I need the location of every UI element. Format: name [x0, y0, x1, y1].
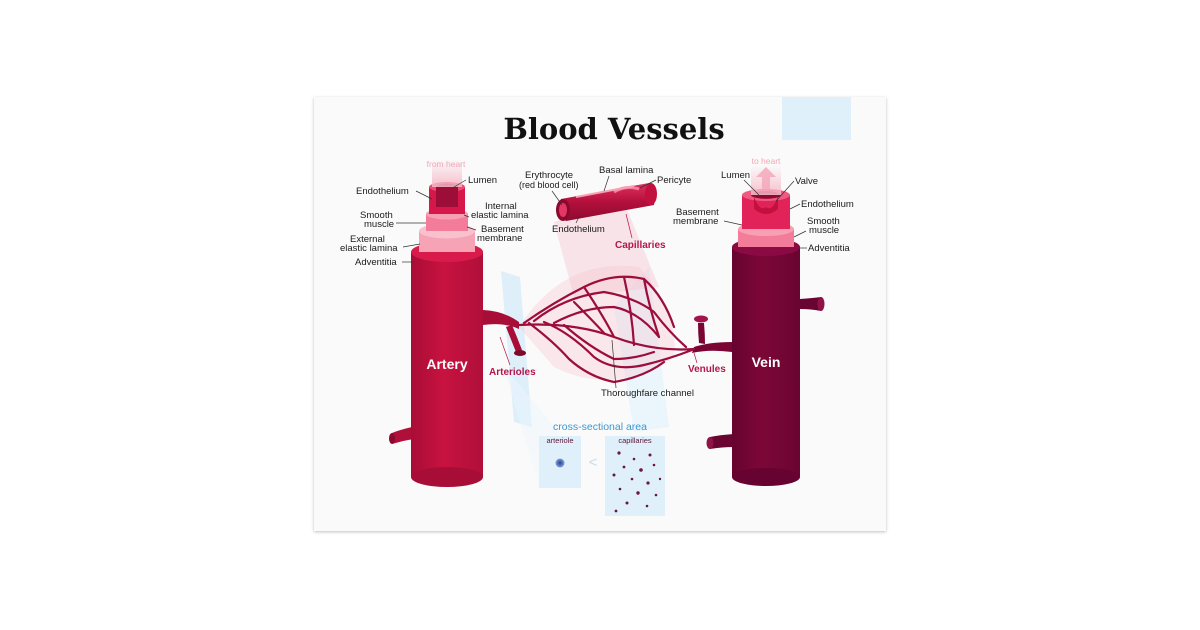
- artery-bottom: [411, 467, 483, 487]
- capillary-dot: [630, 477, 634, 481]
- artery-smooth-muscle-label-1: Smooth: [360, 210, 393, 221]
- erythrocyte-label-2: (red blood cell): [519, 180, 579, 190]
- capillary-7: [622, 275, 636, 347]
- basal-lamina-label: Basal lamina: [599, 165, 654, 176]
- capillary-dot: [612, 473, 616, 477]
- capillary-detail: [554, 183, 659, 297]
- artery-flow-label: from heart: [427, 159, 466, 169]
- artery-name-label: Artery: [426, 356, 467, 372]
- artery-trunk: [411, 252, 483, 477]
- capillary-dot: [636, 491, 640, 495]
- capillary-dot: [614, 509, 618, 513]
- capillary-dot: [625, 501, 629, 505]
- artery-lumen-label: Lumen: [468, 175, 497, 186]
- artery-internal-lamina-label-1: Internal: [485, 201, 517, 212]
- thoroughfare-label: Thoroughfare channel: [601, 388, 694, 399]
- vein-smooth-muscle-label-1: Smooth: [807, 216, 840, 227]
- capillaries-cross-section-dots: [612, 451, 662, 513]
- capillary-dot: [646, 481, 650, 485]
- capillary-dot: [632, 457, 636, 461]
- capillary-dot: [639, 468, 643, 472]
- arteriole-cross-section-dot: [555, 458, 565, 468]
- vein-endothelium-label: Endothelium: [801, 199, 854, 210]
- capillary-tube: [559, 183, 655, 221]
- capillary-dot: [622, 465, 626, 469]
- capillary-8: [572, 300, 606, 335]
- capillary-dot: [652, 463, 656, 467]
- capillary-end-right: [645, 183, 657, 205]
- capillary-6: [582, 285, 616, 339]
- vein: [706, 165, 825, 486]
- vein-side-branch-left-opening: [706, 437, 714, 449]
- capillary-glow: [554, 202, 659, 297]
- arteriole-cross-section-label: arteriole: [546, 436, 573, 445]
- capillary-5: [562, 323, 656, 361]
- artery-adventitia-label: Adventitia: [355, 257, 397, 268]
- vein-side-branch-left: [710, 434, 734, 449]
- comparison-symbol: <: [589, 454, 598, 471]
- vein-valve-label: Valve: [795, 176, 818, 187]
- artery-flow-glow: [432, 159, 462, 187]
- corner-tab: [782, 97, 851, 140]
- artery-lumen-cut: [436, 187, 458, 207]
- erythrocyte-label-1: Erythrocyte: [525, 170, 573, 181]
- vein-flow-label: to heart: [752, 156, 781, 166]
- vein-trunk: [732, 247, 800, 477]
- venule-branch-up: [698, 323, 705, 344]
- capillary-dot: [648, 453, 652, 457]
- vein-basement-label-1: Basement: [676, 207, 719, 218]
- network-glow: [519, 265, 675, 380]
- artery-external-lamina-label-2: elastic lamina: [340, 243, 398, 254]
- basal-lamina: [575, 185, 635, 198]
- vein-bottom: [732, 468, 800, 486]
- capillary-1: [522, 275, 676, 329]
- venule-main: [692, 342, 732, 353]
- capillary-dot: [658, 477, 662, 481]
- vein-lumen-label: Lumen: [721, 170, 750, 181]
- capillary-dot: [618, 487, 622, 491]
- diagram-title: Blood Vessels: [503, 112, 724, 146]
- capillary-4: [552, 305, 661, 339]
- artery-smooth-muscle-label-2: muscle: [364, 219, 394, 230]
- capillaries-label: Capillaries: [615, 240, 666, 251]
- vein-flow-arrow: [756, 167, 776, 189]
- capillary-network: [483, 265, 732, 384]
- vein-valve: [754, 197, 778, 214]
- arteriole-main: [483, 310, 519, 329]
- blood-vessels-diagram: Blood Vessels from heart Lumen Endotheli…: [340, 97, 854, 516]
- vein-side-branch-right-opening: [817, 297, 825, 311]
- artery-endothelium-label: Endothelium: [356, 186, 409, 197]
- capillary-dot: [654, 493, 658, 497]
- diagram-card: Blood Vessels from heart Lumen Endotheli…: [314, 97, 886, 531]
- capillary-endothelium-label: Endothelium: [552, 224, 605, 235]
- artery-basement-label-2: membrane: [477, 233, 522, 244]
- capillary-3: [542, 320, 694, 369]
- artery-basement-label-1: Basement: [481, 224, 524, 235]
- artery: [389, 159, 483, 487]
- arteriole-branch-down: [506, 325, 522, 352]
- vein-basement-label-2: membrane: [673, 216, 718, 227]
- venule-branch-opening: [694, 315, 708, 323]
- artery-external-lamina-label-1: External: [350, 234, 385, 245]
- pericyte-label: Pericyte: [657, 175, 691, 186]
- cross-section-beam-right: [614, 267, 669, 432]
- capillary-dot: [645, 504, 649, 508]
- capillary-9: [642, 277, 661, 339]
- capillary-10: [527, 321, 666, 384]
- erythrocyte: [559, 203, 567, 217]
- artery-internal-lamina-label-2: elastic lamina: [471, 210, 529, 221]
- vein-name-label: Vein: [752, 354, 781, 370]
- capillaries-cross-section-label: capillaries: [618, 436, 652, 445]
- venules-label: Venules: [688, 364, 726, 375]
- cross-section-heading: cross-sectional area: [553, 421, 647, 433]
- arteriole-branch-opening: [514, 350, 526, 356]
- capillary-dot: [617, 451, 621, 455]
- arterioles-label: Arterioles: [489, 367, 536, 378]
- vein-smooth-muscle-label-2: muscle: [809, 225, 839, 236]
- vein-side-branch-right: [800, 297, 821, 311]
- artery-side-branch-opening: [389, 433, 395, 444]
- vein-adventitia-label: Adventitia: [808, 243, 850, 254]
- artery-side-branch: [392, 427, 414, 444]
